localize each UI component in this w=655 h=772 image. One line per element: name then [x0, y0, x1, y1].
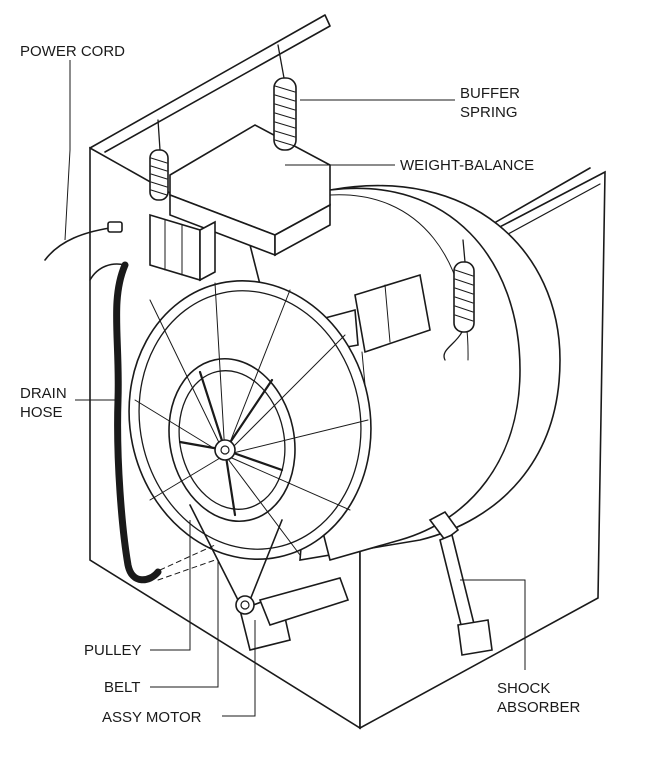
label-assy-motor: ASSY MOTOR: [102, 709, 202, 726]
label-pulley: PULLEY: [84, 642, 142, 659]
label-shock-absorber-line2: ABSORBER: [497, 699, 581, 716]
power-cord-plug: [107, 221, 123, 233]
motor-pulley: [235, 595, 255, 615]
shock-absorber-foot: [457, 619, 493, 656]
belt: [189, 504, 283, 601]
label-power-cord: POWER CORD: [20, 43, 125, 60]
weight-balance-side: [274, 203, 331, 257]
buffer-spring-left: [149, 119, 169, 201]
pulley-inner-rim: [138, 290, 362, 550]
pulley: [128, 280, 372, 560]
leader-shock-absorber: [460, 579, 526, 670]
assy-motor: [235, 577, 350, 651]
weight-balance-block: [169, 124, 331, 257]
labels: POWER CORD BUFFER SPRING WEIGHT-BALANCE …: [20, 43, 581, 726]
power-cord: [44, 221, 123, 261]
label-drain-hose-line1: DRAIN: [20, 385, 67, 402]
buffer-spring-center: [273, 44, 297, 151]
bracket-left: [149, 213, 216, 282]
label-buffer-spring-line1: BUFFER: [460, 85, 520, 102]
label-belt: BELT: [104, 679, 140, 696]
motor-mount-arm: [258, 577, 350, 626]
leader-assy-motor: [222, 620, 256, 717]
spring-coil-right: [453, 261, 475, 333]
cabinet-top-rail-left: [89, 14, 331, 153]
leader-lines: [64, 60, 526, 717]
drain-hose: [89, 261, 216, 584]
leader-power-cord: [64, 60, 71, 241]
pulley-axle: [214, 439, 236, 461]
shock-absorber: [428, 510, 493, 656]
pulley-spokes: [134, 282, 369, 556]
label-buffer-spring-line2: SPRING: [460, 104, 518, 121]
label-shock-absorber-line1: SHOCK: [497, 680, 550, 697]
buffer-spring-right: [443, 239, 475, 361]
label-weight-balance: WEIGHT-BALANCE: [400, 157, 534, 174]
leader-belt: [150, 560, 219, 688]
label-drain-hose-line2: HOSE: [20, 404, 63, 421]
leader-pulley: [150, 520, 191, 651]
spring-coil-left: [149, 149, 169, 201]
